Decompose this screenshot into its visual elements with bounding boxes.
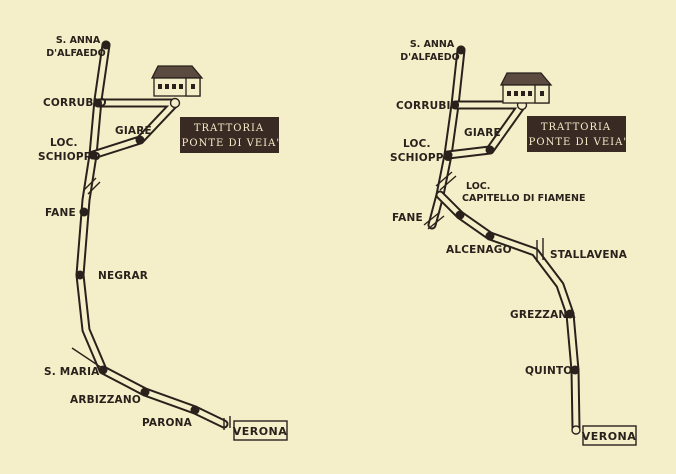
left-trattoria-line2: "PONTE DI VEIA" xyxy=(176,138,282,149)
left-label-giare: GIARE xyxy=(115,125,152,137)
right-map: TRATTORIA "PONTE DI VEIA" S. ANNA D'ALFA… xyxy=(390,39,637,446)
left-label-arbizzano: ARBIZZANO xyxy=(70,394,141,406)
right-rail-crossing-top xyxy=(435,171,457,191)
left-trattoria-line1: TRATTORIA xyxy=(194,123,264,134)
right-trattoria-line2: "PONTE DI VEIA" xyxy=(523,137,629,148)
left-label-negrar: NEGRAR xyxy=(98,270,148,282)
left-stop-schioppo xyxy=(88,150,98,160)
right-stop-s-anna xyxy=(456,45,466,55)
left-label-s-anna-2: D'ALFAEDO xyxy=(46,48,105,59)
right-trattoria-line1: TRATTORIA xyxy=(541,122,611,133)
left-rail-crossing-bottom xyxy=(71,347,103,369)
house-icon xyxy=(499,72,553,104)
right-stop-alcenago xyxy=(485,231,495,241)
right-stop-castello xyxy=(455,210,465,220)
left-trattoria-marker xyxy=(169,97,181,109)
right-stop-schioppo xyxy=(443,150,453,160)
right-label-loc2: LOC. xyxy=(466,181,490,192)
left-stop-giare xyxy=(135,135,145,145)
left-label-fane: FANE xyxy=(45,207,76,219)
left-label-schioppo: SCHIOPPO xyxy=(38,151,101,163)
right-label-corrubio: CORRUBIO xyxy=(396,100,460,112)
left-branch-road xyxy=(88,98,180,160)
right-label-giare: GIARE xyxy=(464,127,501,139)
left-label-parona: PARONA xyxy=(142,417,193,429)
left-stop-fane xyxy=(79,207,89,217)
left-label-loc: LOC. xyxy=(50,137,78,149)
right-label-schioppo: SCHIOPPO xyxy=(390,152,453,164)
right-label-castello: CAPITELLO DI FIAMENE xyxy=(462,193,585,204)
right-label-s-anna-2: D'ALFAEDO xyxy=(400,52,459,63)
right-rail-crossing-stallavena xyxy=(536,238,544,262)
left-stop-s-anna xyxy=(101,40,111,50)
left-destination-label: VERONA xyxy=(233,425,288,438)
right-label-loc: LOC. xyxy=(403,138,431,150)
right-stop-grezzana xyxy=(565,309,575,319)
right-branch-road xyxy=(443,100,527,160)
left-map: TRATTORIA "PONTE DI VEIA" S. ANNA D'ALFA… xyxy=(38,35,288,441)
right-stop-corrubio xyxy=(451,101,459,109)
right-stop-quinto xyxy=(570,365,580,375)
right-label-grezzana: GREZZANA xyxy=(510,309,576,321)
left-trattoria-label: TRATTORIA "PONTE DI VEIA" xyxy=(176,117,282,153)
right-label-alcenago: ALCENAGO xyxy=(446,244,512,256)
right-road-end-marker xyxy=(571,425,581,435)
left-label-corrubio: CORRUBIO xyxy=(43,97,107,109)
right-stop-giare xyxy=(485,145,495,155)
left-label-s-anna-1: S. ANNA xyxy=(56,35,101,46)
right-trattoria-label: TRATTORIA "PONTE DI VEIA" xyxy=(523,116,629,152)
left-stop-corrubio xyxy=(94,99,102,107)
right-label-stallavena: STALLAVENA xyxy=(550,249,628,261)
right-label-s-anna-1: S. ANNA xyxy=(410,39,455,50)
right-destination-label: VERONA xyxy=(582,430,637,443)
left-road-end-marker xyxy=(223,416,231,430)
left-stop-s-maria xyxy=(98,365,108,375)
left-stop-negrar xyxy=(75,270,85,280)
left-main-road xyxy=(75,40,229,429)
left-rail-crossing-top xyxy=(83,177,101,195)
left-label-s-maria: S. MARIA xyxy=(44,366,100,378)
right-rail-crossing-mid xyxy=(423,211,445,230)
house-icon xyxy=(150,65,204,97)
right-destination: VERONA xyxy=(582,425,637,446)
left-stop-parona xyxy=(190,405,200,415)
left-destination: VERONA xyxy=(233,420,288,441)
left-stop-arbizzano xyxy=(140,387,150,397)
right-label-quinto: QUINTO xyxy=(525,365,572,377)
right-label-fane: FANE xyxy=(392,212,423,224)
